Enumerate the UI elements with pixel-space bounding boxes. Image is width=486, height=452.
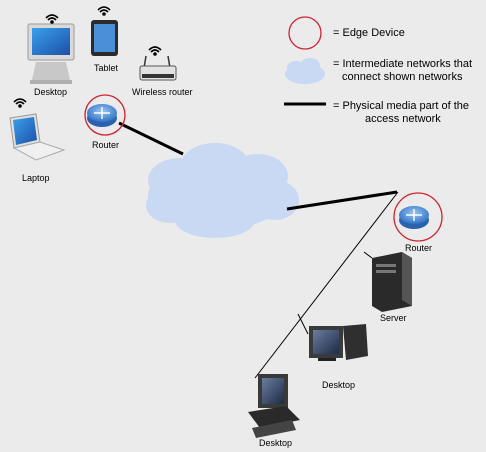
- edge-device-marker: [393, 192, 443, 242]
- laptop-label: Laptop: [22, 173, 50, 183]
- link-router-left-cloud: [118, 121, 184, 156]
- wifi-icon: [148, 46, 162, 56]
- server-tower-icon: [372, 252, 412, 312]
- router-right-label: Router: [405, 243, 433, 253]
- legend-edge-device-text: = Edge Device: [333, 27, 405, 39]
- intermediate-network-cloud-icon: [146, 143, 299, 238]
- wifi-icon: [13, 98, 27, 108]
- desktop-computer-icon: [27, 23, 75, 84]
- edge-device-marker: [84, 94, 126, 136]
- laptop-icon: [9, 113, 66, 161]
- router-left-label: Router: [92, 140, 120, 150]
- legend-intermediate-line1: = Intermediate networks that: [333, 58, 473, 70]
- desktop-mid-label: Desktop: [322, 380, 356, 390]
- legend-edge-device-circle: [288, 16, 322, 50]
- wireless-router-icon: [139, 55, 177, 81]
- router-icon: [87, 104, 117, 127]
- tablet-icon: [91, 20, 118, 56]
- desktop-bottom-label: Desktop: [259, 438, 293, 448]
- wifi-icon: [45, 14, 59, 24]
- wifi-icon: [97, 6, 111, 16]
- legend-intermediate-line2: connect shown networks: [342, 71, 463, 83]
- desktop-workstation-icon: [309, 324, 368, 361]
- desktop-top-label: Desktop: [34, 87, 68, 97]
- link-cloud-router-right: [286, 190, 398, 211]
- wireless-router-label: Wireless router: [132, 87, 193, 97]
- legend-physical-line2: access network: [365, 113, 441, 125]
- legend-physical-line1: = Physical media part of the: [333, 100, 470, 112]
- desktop-workstation-icon: [248, 374, 300, 438]
- legend-cloud-icon: [285, 58, 325, 84]
- tablet-label: Tablet: [94, 63, 119, 73]
- access-network-links: [254, 191, 399, 379]
- router-icon: [399, 206, 429, 229]
- server-label: Server: [380, 313, 407, 323]
